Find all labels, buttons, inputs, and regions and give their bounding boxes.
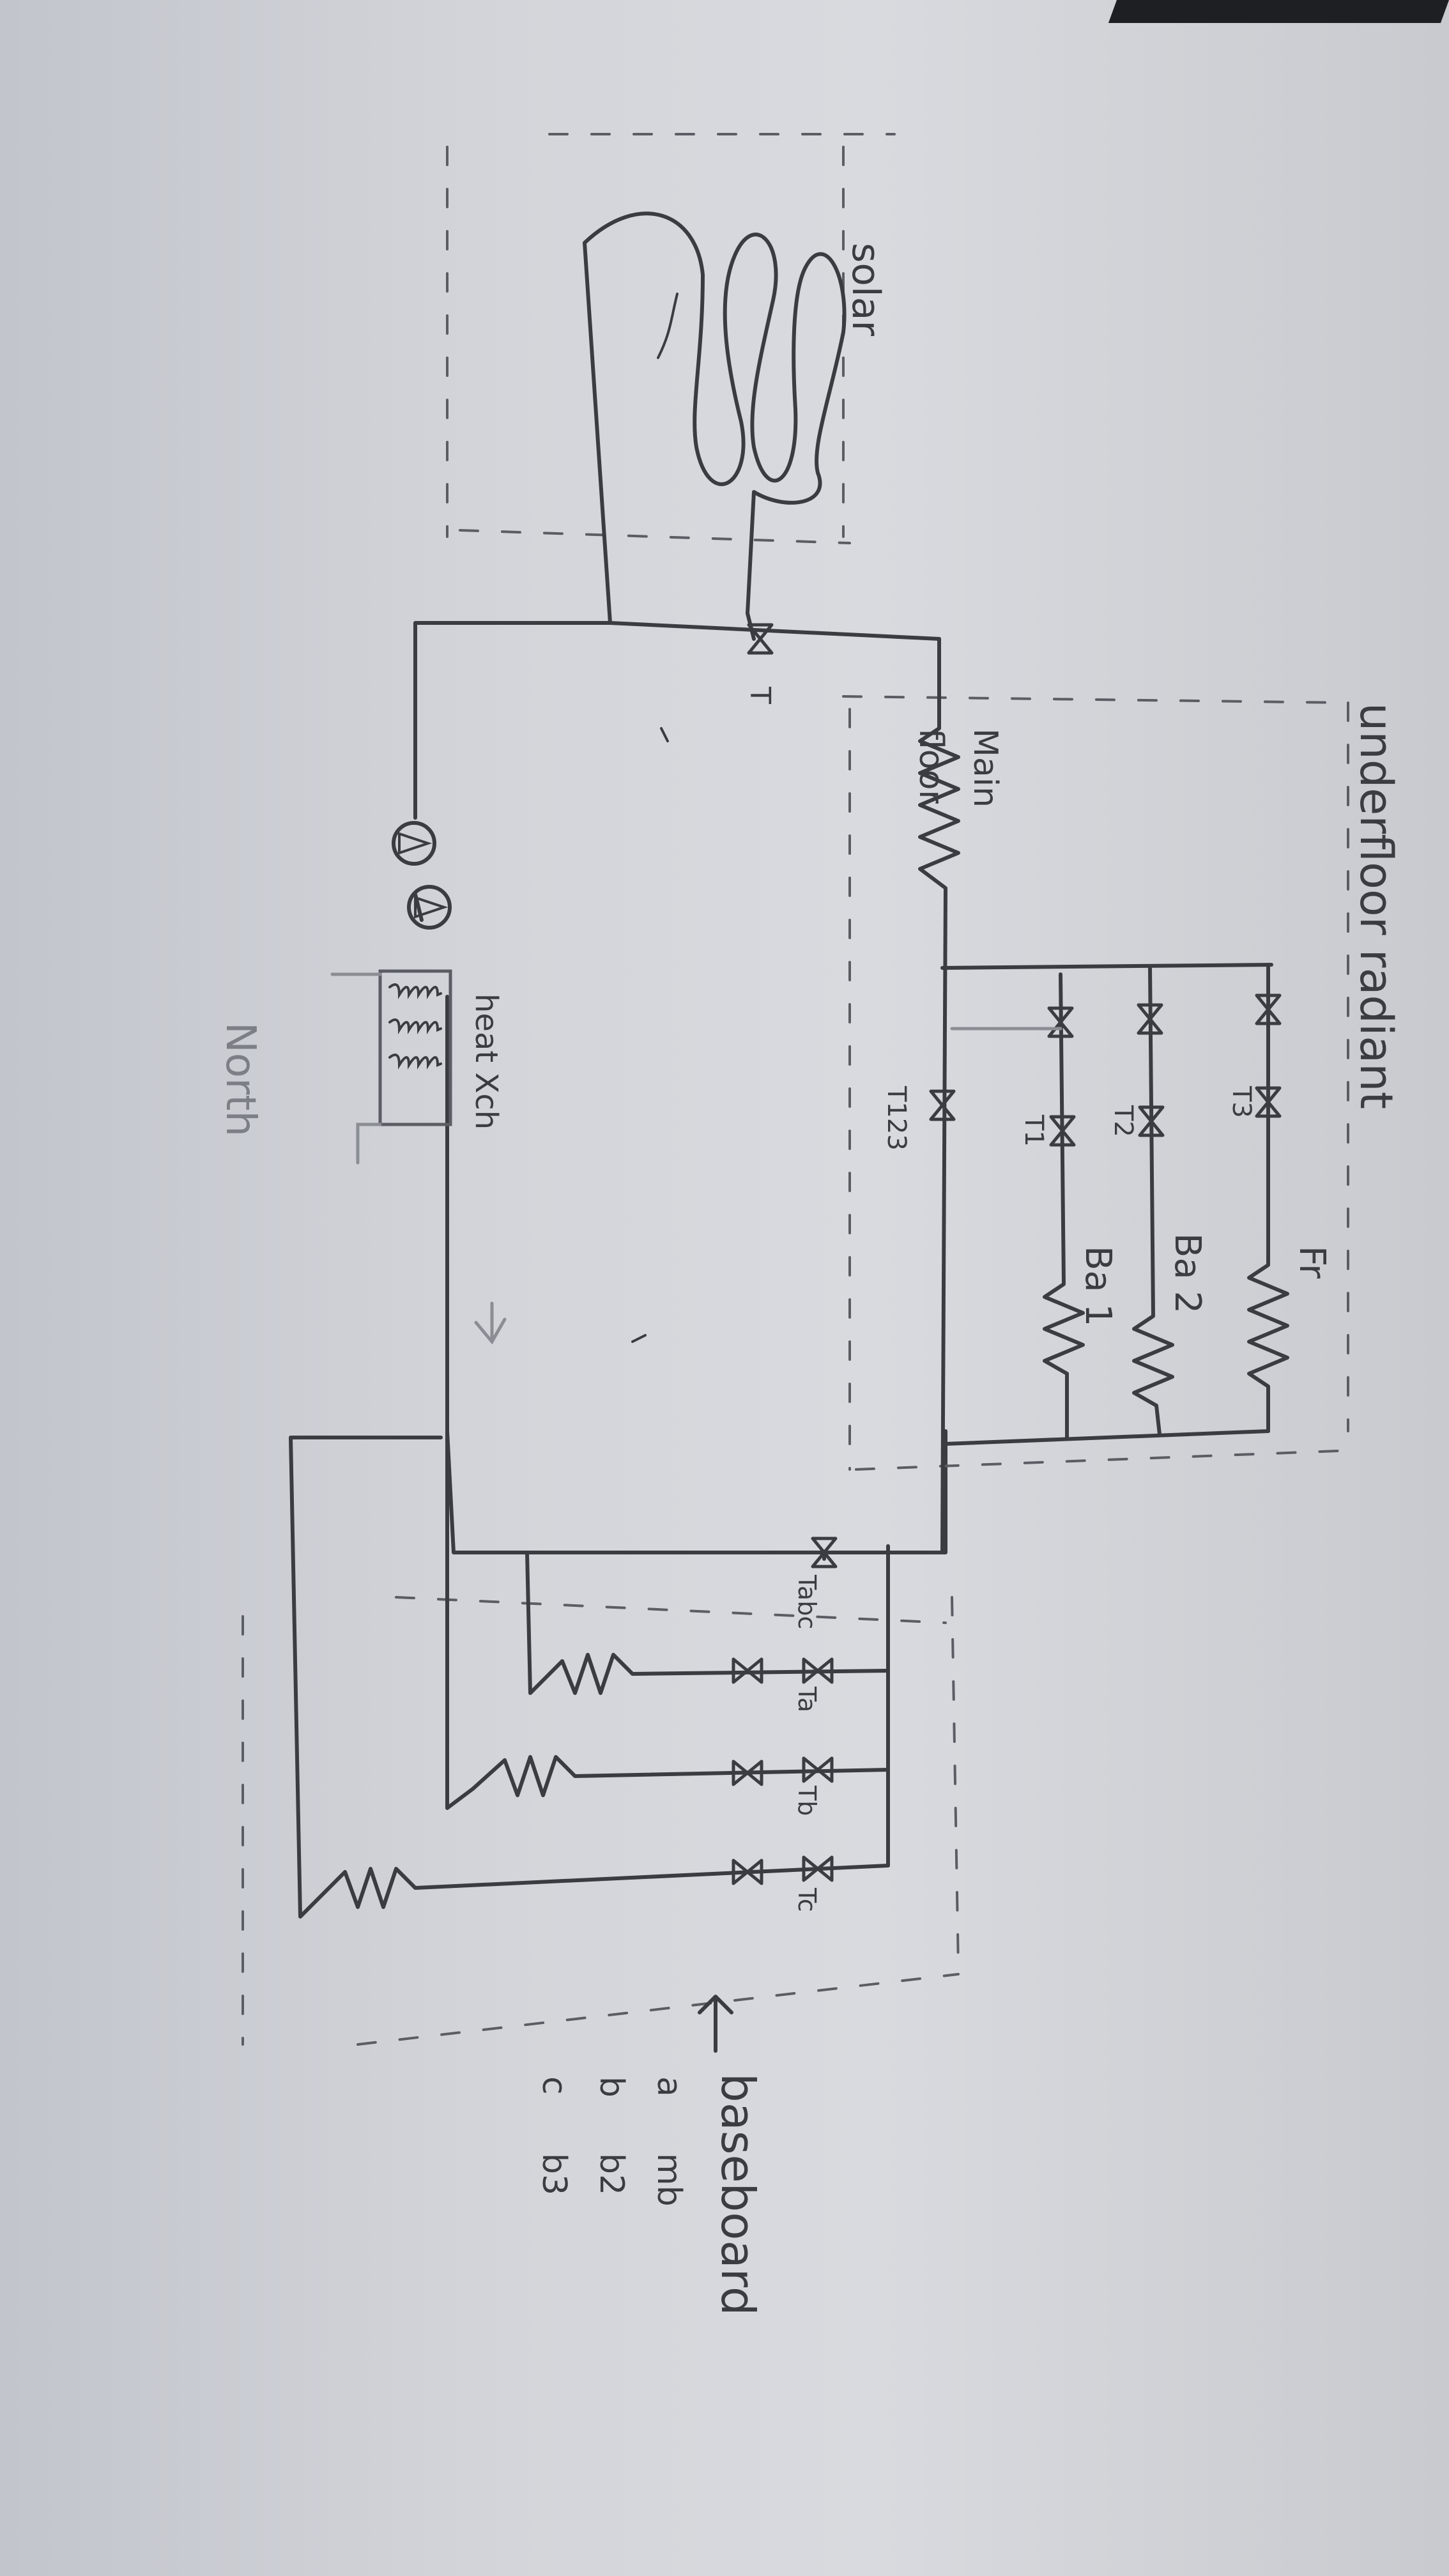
flow-direction-arrow — [474, 1301, 507, 1345]
heat-exchanger-icon — [330, 969, 452, 1165]
solar-collector-coil — [583, 211, 847, 625]
baseboard-pointer-arrow — [698, 1995, 733, 2053]
valve-tb-label: Tb — [793, 1785, 821, 1816]
valve-t3-label: T3 — [1227, 1085, 1256, 1118]
main-loop-pipes — [413, 611, 947, 1554]
valve-t1-label: T1 — [1019, 1114, 1048, 1147]
branch-ba2-label: Ba 2 — [1167, 1233, 1208, 1314]
circulator-pump-1-icon — [392, 821, 436, 866]
baseboard-branch-c-pipe — [289, 1436, 890, 1919]
main-floor-label-line2: floor — [912, 728, 950, 804]
branch-fr-pipe — [1247, 963, 1289, 1433]
main-floor-radiant-coil — [918, 637, 960, 1554]
heat-exchanger-label: heat Xch — [468, 993, 504, 1130]
valve-t123 — [931, 1091, 954, 1119]
legend-c-value: b3 — [535, 2153, 573, 2195]
underfloor-supply-header — [940, 963, 1273, 970]
legend-b-value: b2 — [592, 2153, 631, 2195]
valve-tc-label: Tc — [793, 1887, 821, 1912]
underfloor-radiant-label: underfloor radiant — [1350, 703, 1402, 1109]
solar-zone-boundary — [446, 133, 896, 544]
legend-c-key: c — [535, 2076, 573, 2095]
valve-t123-label: T123 — [882, 1085, 911, 1151]
stray-mark — [631, 1334, 647, 1343]
underfloor-return-header — [944, 1429, 1270, 1446]
baseboard-branch-b-pipe — [445, 1429, 890, 1810]
branch-ba1-label: Ba 1 — [1077, 1246, 1119, 1326]
solar-shading-stroke — [657, 293, 678, 359]
baseboard-legend: a mb b b2 c b3 — [535, 2076, 688, 2207]
north-label: North — [217, 1022, 264, 1137]
legend-a-key: a — [650, 2076, 688, 2097]
branch-ba1-pipe — [1043, 972, 1085, 1439]
baseboard-label: baseboard — [711, 2073, 765, 2316]
valve-t2-label: T2 — [1108, 1105, 1138, 1137]
baseboard-zone-boundary — [241, 1596, 960, 2046]
solar-valve-label: T — [744, 686, 776, 704]
baseboard-branch-a-pipe — [525, 1551, 890, 1695]
valve-tabc-label: Tabc — [793, 1574, 821, 1629]
solar-label: solar — [843, 243, 888, 336]
branch-fr-label: Fr — [1291, 1246, 1333, 1279]
legend-b-key: b — [592, 2076, 631, 2097]
underfloor-zone-boundary — [842, 695, 1356, 1471]
valve-ta-label: Ta — [793, 1686, 821, 1712]
branch-ba2-pipe — [1132, 966, 1174, 1436]
circulator-pump-2-icon — [407, 885, 452, 930]
stray-mark — [660, 727, 669, 742]
main-floor-label-line1: Main — [966, 728, 1004, 808]
legend-a-value: mb — [650, 2153, 688, 2207]
